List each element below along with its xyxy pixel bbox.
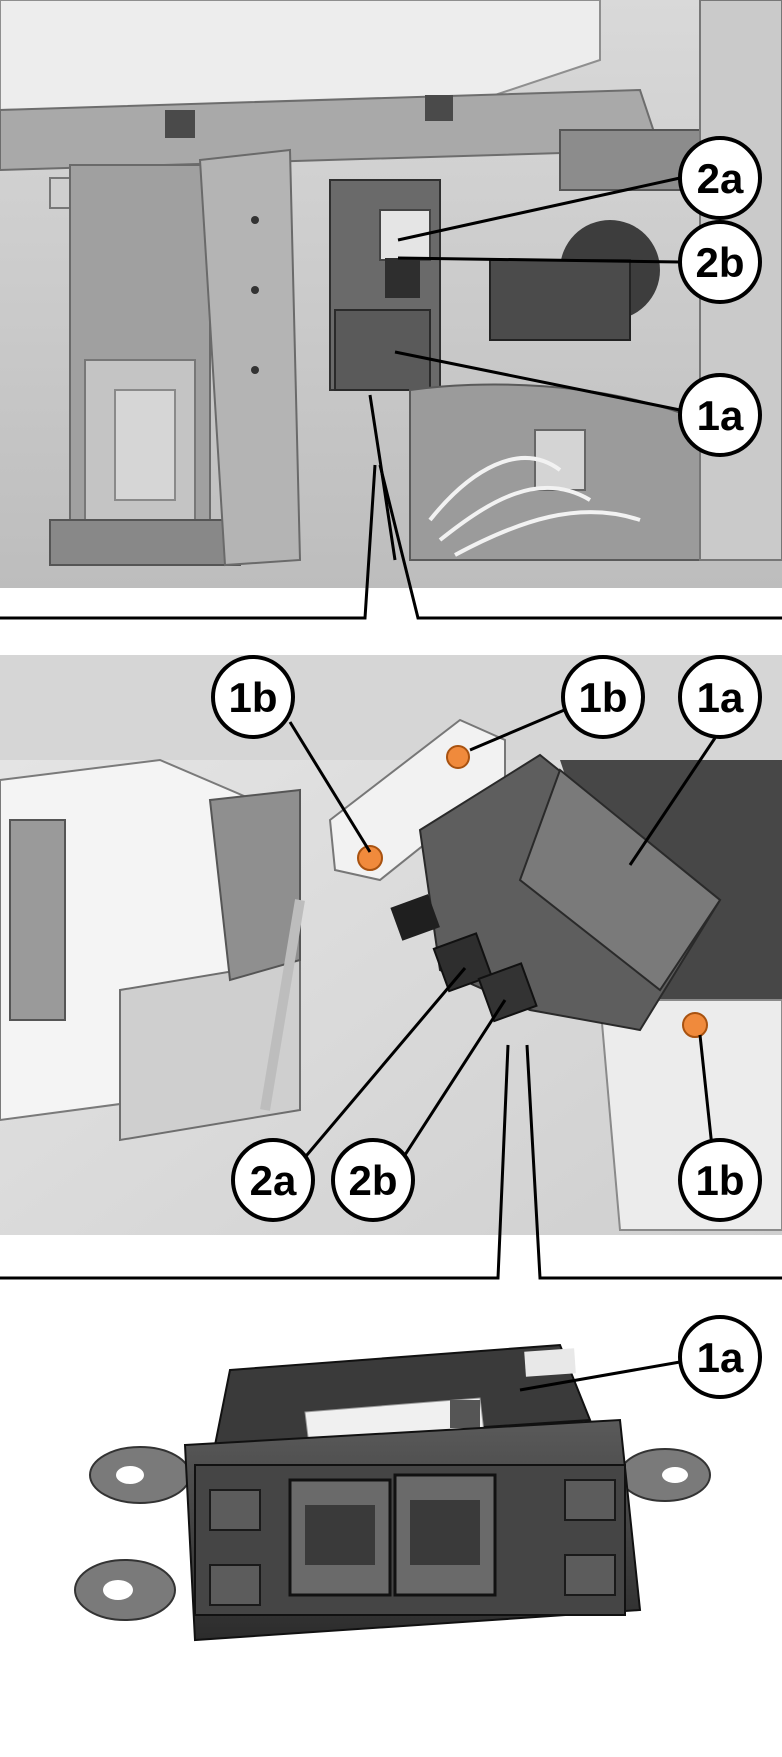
callout-top-2a: 2a bbox=[678, 136, 762, 220]
top-panel bbox=[0, 0, 782, 620]
middle-panel bbox=[0, 655, 782, 1280]
callouts: 2a 2b 1a 1b 1b 1a 1b 2a bbox=[211, 136, 762, 1399]
callout-mid-2a: 2a bbox=[231, 1138, 315, 1222]
fastener-right bbox=[682, 1012, 708, 1038]
bottom-panel bbox=[0, 1300, 782, 1757]
fastener-left bbox=[357, 845, 383, 871]
callout-mid-1b-top: 1b bbox=[561, 655, 645, 739]
callout-mid-1b-left-label: 1b bbox=[228, 674, 277, 721]
callout-mid-2b: 2b bbox=[331, 1138, 415, 1222]
callout-mid-1a: 1a bbox=[678, 655, 762, 739]
fastener-top bbox=[446, 745, 470, 769]
callout-mid-1b-top-label: 1b bbox=[578, 674, 627, 721]
callout-top-1a: 1a bbox=[678, 373, 762, 457]
callout-mid-1b-right: 1b bbox=[678, 1138, 762, 1222]
callout-top-1a-label: 1a bbox=[697, 392, 744, 439]
callout-bot-1a-label: 1a bbox=[697, 1334, 744, 1381]
callout-top-2b: 2b bbox=[678, 220, 762, 304]
callout-bot-1a: 1a bbox=[678, 1315, 762, 1399]
callout-mid-1a-label: 1a bbox=[697, 674, 744, 721]
callout-mid-2a-label: 2a bbox=[250, 1157, 297, 1204]
callout-top-2a-label: 2a bbox=[697, 155, 744, 202]
callout-mid-1b-left: 1b bbox=[211, 655, 295, 739]
callout-top-2b-label: 2b bbox=[695, 239, 744, 286]
callout-mid-2b-label: 2b bbox=[348, 1157, 397, 1204]
callout-mid-1b-right-label: 1b bbox=[695, 1157, 744, 1204]
